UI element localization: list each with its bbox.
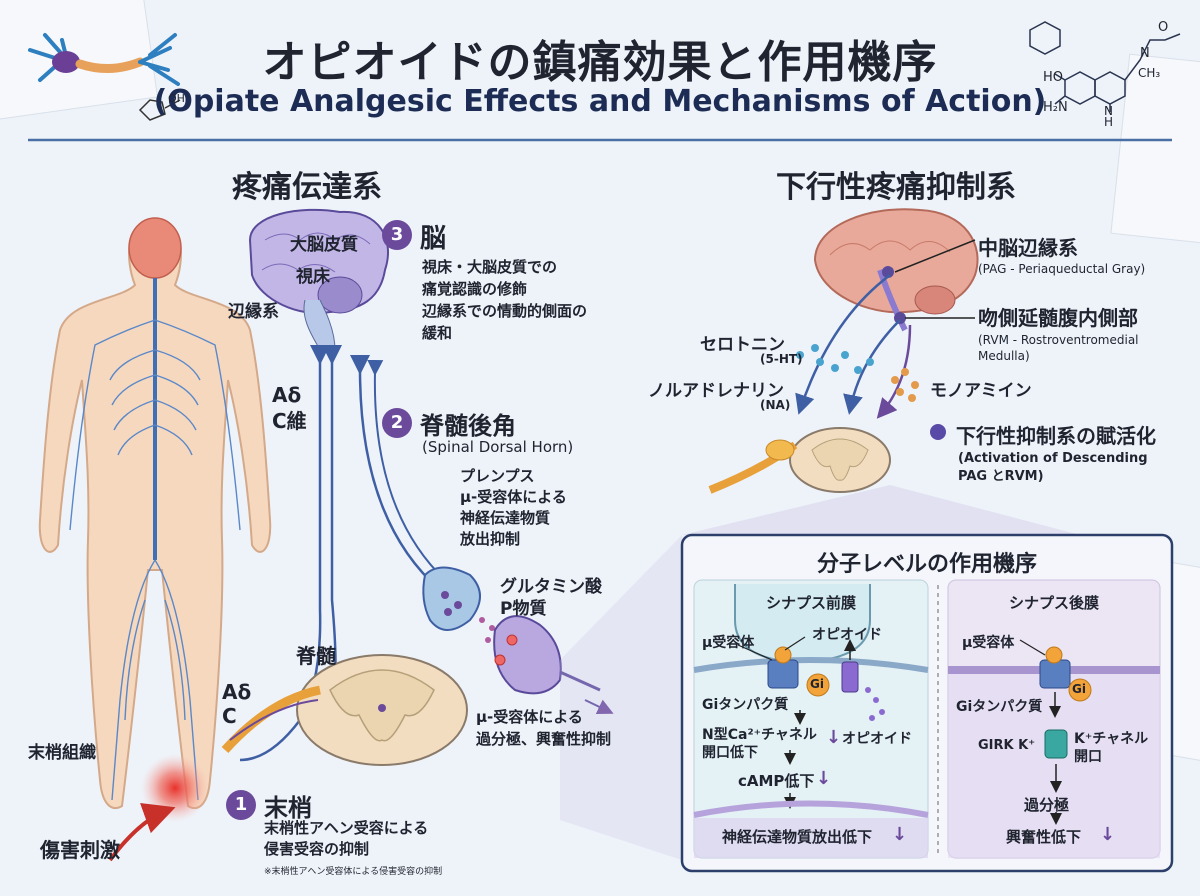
post-excite: 興奮性低下 [1006, 828, 1082, 846]
transmitters-label: グルタミン酸 P物質 [500, 577, 602, 619]
pre-release-arrow: ↓ [892, 824, 908, 845]
mu-receptor-post [1039, 646, 1071, 689]
step3-desc: 視床・大脳皮質での 痛覚認識の修飾 辺縁系での情動的側面の 緩和 [422, 258, 588, 342]
spinal-cord-label: 脊髄 [296, 644, 336, 668]
step1-title: 末梢 [264, 794, 312, 822]
post-hyper: 過分極 [1024, 796, 1070, 814]
step3-number: 3 [382, 220, 412, 250]
serotonin-label: セロトニン [700, 335, 785, 355]
presynaptic-terminal [422, 566, 503, 648]
stimulus-label: 傷害刺激 [40, 838, 120, 862]
activation-subtitle: (Activation of Descending PAG とRVM) [958, 451, 1148, 484]
girk-channel [1044, 729, 1068, 759]
pre-channel: N型Ca²⁺チャネル 開口低下 [702, 727, 817, 761]
chem-ho: HO [1043, 70, 1064, 85]
cortex-label: 大脳皮質 [290, 235, 358, 255]
molecular-heading: 分子レベルの作用機序 [816, 552, 1037, 577]
pre-camp-arrow: ↓ [816, 768, 832, 789]
chem-h2n: H₂N [1043, 100, 1068, 115]
step3-title: 脳 [420, 224, 447, 254]
mu-receptor-pre [767, 646, 799, 689]
postsynaptic-neuron [493, 615, 614, 715]
chem-ch3: CH₃ [1138, 66, 1161, 80]
pag-subtitle: (PAG - Periaqueductal Gray) [978, 262, 1146, 276]
pre-gprotein: Giタンパク質 [702, 697, 789, 713]
post-gprotein: Giタンパク質 [956, 699, 1043, 715]
serotonin-abbr: (5-HT) [760, 352, 803, 366]
pag-title: 中脳辺縁系 [978, 236, 1078, 260]
right-brain [813, 208, 979, 332]
pre-opioid-label: オピオイド [812, 627, 882, 643]
fiber-label-lower: Aδ C [222, 680, 252, 728]
step2-desc: プレンプス μ-受容体による 神経伝達物質 放出抑制 [460, 467, 567, 548]
left-heading: 疼痛伝達系 [232, 170, 382, 205]
noradrenaline-abbr: (NA) [760, 398, 791, 412]
chem-n: N [1140, 46, 1150, 61]
page-title: オピオイドの鎮痛効果と作用機序 [262, 37, 938, 88]
thalamus-label: 視床 [296, 267, 330, 287]
activation-title: 下行性抑制系の賦活化 [956, 424, 1156, 448]
chem-nh: N H [1104, 104, 1114, 129]
page-subtitle: (Opiate Analgesic Effects and Mechanisms… [153, 84, 1047, 119]
pre-receptor-label: μ受容体 [702, 635, 755, 651]
chem-o: O [1158, 20, 1169, 35]
neuron-illustration [28, 33, 181, 121]
pre-release: 神経伝達物質放出低下 [722, 828, 873, 846]
pre-title: シナプス前膜 [765, 594, 856, 612]
fiber-label-upper: Aδ C維 [272, 383, 307, 433]
post-title: シナプス後膜 [1008, 594, 1099, 612]
postsynaptic-desc: μ-受容体による 過分極、興奮性抑制 [476, 708, 612, 748]
post-kchannel: K⁺チャネル 開口 [1074, 731, 1149, 765]
ca-channel [841, 639, 859, 693]
spinal-cord-section [221, 654, 468, 766]
post-excite-arrow: ↓ [1100, 824, 1116, 845]
step1-note: ※末梢性アヘン受容体による侵害受容の抑制 [264, 867, 443, 877]
step2-title: 脊髄後角 [420, 412, 516, 440]
step2-number: 2 [382, 408, 412, 438]
step1-number: 1 [226, 790, 256, 820]
human-body [38, 217, 272, 862]
monoamine-label: モノアミイン [930, 381, 1032, 401]
post-receptor-label: μ受容体 [962, 635, 1015, 651]
pre-channel-arrow: ↓ [826, 727, 842, 748]
rvm-subtitle: (RVM - Rostroventromedial Medulla) [978, 333, 1139, 363]
pre-opioid2-label: オピオイド [842, 731, 912, 747]
pre-gi: Gi [810, 677, 824, 691]
right-spinal-cord [708, 427, 891, 494]
tissue-label: 末梢組織 [28, 743, 96, 763]
chem-oh: OH [168, 92, 185, 105]
limbic-label: 辺縁系 [228, 302, 279, 322]
rvm-title: 吻側延髄腹内側部 [978, 306, 1138, 330]
step2-subtitle: (Spinal Dorsal Horn) [422, 438, 574, 456]
post-girk: GIRK K⁺ [978, 738, 1036, 753]
post-gi: Gi [1072, 682, 1086, 696]
pre-camp: cAMP低下 [738, 772, 815, 790]
left-brain [248, 208, 389, 351]
right-heading: 下行性疼痛抑制系 [776, 170, 1016, 205]
noradrenaline-label: ノルアドレナリン [648, 381, 784, 401]
step1-desc: 末梢性アヘン受容による 侵害受容の抑制 [264, 819, 429, 858]
molecule-structure [1029, 21, 1181, 112]
